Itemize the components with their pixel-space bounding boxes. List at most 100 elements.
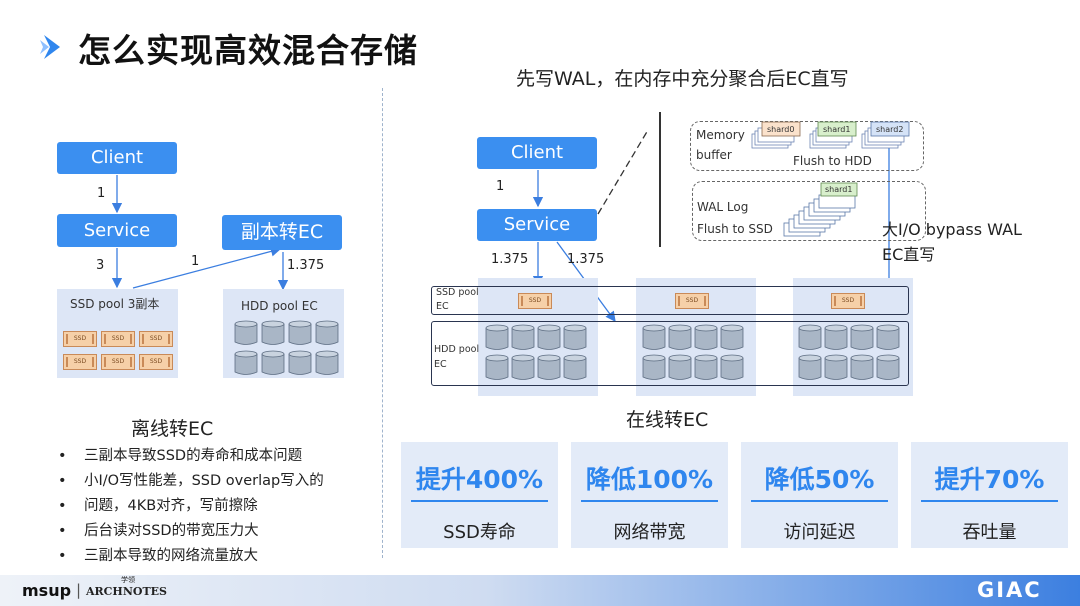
metric-card: 降低50% 访问延迟 — [741, 442, 898, 548]
ssd-chip: SSD — [831, 293, 865, 309]
archnotes-logo-small: 学领 — [121, 576, 135, 584]
hdd-disk — [511, 354, 535, 380]
left-ssd-convert-count: 1 — [191, 254, 200, 269]
ssd-chip: SSD — [675, 293, 709, 309]
right-caption: 在线转EC — [626, 409, 709, 431]
hdd-disk — [694, 354, 718, 380]
right-service-count-left: 1.375 — [491, 252, 529, 267]
right-service-box: Service — [477, 209, 597, 241]
left-service-ssd-count: 3 — [96, 258, 105, 273]
hdd-disk — [876, 324, 900, 350]
ssd-chip: SSD — [139, 331, 173, 347]
shard0-label: shard0 — [767, 125, 794, 134]
bypass-label-1: 大I/O bypass WAL — [882, 220, 1022, 239]
metric-value: 提升400% — [415, 465, 544, 494]
metric-value: 降低100% — [585, 465, 714, 494]
wal-log-box: WAL Log Flush to SSD — [692, 181, 926, 241]
hdd-disk — [315, 320, 339, 345]
hdd-disk — [315, 350, 339, 375]
right-client-service-count: 1 — [496, 179, 505, 194]
left-client-box: Client — [57, 142, 177, 174]
right-hdd-disks — [485, 324, 900, 380]
left-hdd-disks — [234, 320, 339, 375]
metric-card: 提升400% SSD寿命 — [401, 442, 558, 548]
hdd-disk — [261, 350, 285, 375]
giac-logo: GIAC — [977, 578, 1042, 602]
left-bullets: 三副本导致SSD的寿命和成本问题 小I/O写性能差，SSD overlap写入的… — [58, 444, 324, 569]
metric-label: 访问延迟 — [783, 522, 856, 543]
memory-buffer-title-2: buffer — [696, 148, 732, 162]
hdd-disk — [563, 324, 587, 350]
hdd-disk — [850, 324, 874, 350]
metric-label: 网络带宽 — [613, 522, 686, 543]
ssd-chip: SSD — [63, 354, 97, 370]
metric-label: SSD寿命 — [443, 522, 516, 543]
metric-value: 降低50% — [764, 465, 875, 494]
hdd-disk — [288, 350, 312, 375]
footer-bar: msup | ARCHNOTES 学领 GIAC — [0, 575, 1080, 606]
hdd-disk — [720, 324, 744, 350]
left-client-service-count: 1 — [97, 186, 106, 201]
wal-shard-label: shard1 — [825, 185, 852, 194]
msup-logo: msup — [22, 581, 72, 600]
hdd-disk — [798, 324, 822, 350]
hdd-disk — [485, 324, 509, 350]
hdd-disk — [824, 354, 848, 380]
hdd-pool-ec-label: HDD pool — [434, 344, 480, 355]
chevron-right-icon — [40, 35, 60, 59]
left-hdd-pool: HDD pool EC — [223, 289, 344, 378]
bypass-label-2: EC直写 — [882, 245, 936, 264]
shard1-label: shard1 — [823, 125, 850, 134]
page-title: 怎么实现高效混合存储 — [78, 31, 418, 70]
list-item: 三副本导致的网络流量放大 — [58, 544, 324, 569]
hdd-disk — [537, 324, 561, 350]
ssd-pool-ec-label: SSD pool — [436, 287, 479, 298]
wal-shard-top — [820, 182, 858, 197]
metric-card: 降低100% 网络带宽 — [571, 442, 728, 548]
ssd-chip: SSD — [101, 354, 135, 370]
right-service-count-right: 1.375 — [567, 252, 605, 267]
metric-label: 吞吐量 — [962, 522, 1017, 543]
flush-to-hdd-label: Flush to HDD — [793, 154, 872, 168]
wal-entry — [818, 194, 856, 209]
section-divider — [382, 88, 383, 558]
metric-value: 提升70% — [934, 465, 1045, 494]
left-hdd-pool-label: HDD pool EC — [241, 299, 318, 313]
hdd-disk — [537, 354, 561, 380]
list-item: 小I/O写性能差，SSD overlap写入的 — [58, 469, 324, 494]
ssd-chip: SSD — [101, 331, 135, 347]
hdd-disk — [234, 350, 258, 375]
right-subtitle: 先写WAL，在内存中充分聚合后EC直写 — [516, 68, 849, 90]
hdd-disk — [824, 324, 848, 350]
hdd-disk — [485, 354, 509, 380]
ssd-chip: SSD — [518, 293, 552, 309]
memory-buffer-title: Memory — [696, 128, 745, 142]
list-item: 三副本导致SSD的寿命和成本问题 — [58, 444, 324, 469]
ssd-chip: SSD — [63, 331, 97, 347]
hdd-disk — [668, 354, 692, 380]
hdd-pool-ec-row: HDD pool EC — [431, 321, 909, 386]
metric-card: 提升70% 吞吐量 — [911, 442, 1068, 548]
hdd-disk — [720, 354, 744, 380]
left-convert-hdd-count: 1.375 — [287, 258, 325, 273]
hdd-disk — [288, 320, 312, 345]
flush-to-ssd-label: Flush to SSD — [697, 222, 773, 236]
hdd-disk — [668, 324, 692, 350]
list-item: 后台读对SSD的带宽压力大 — [58, 519, 324, 544]
footer-separator: | — [76, 581, 82, 599]
wal-log-title: WAL Log — [697, 200, 749, 214]
wal-shards: shard1 — [783, 182, 858, 237]
left-caption: 离线转EC — [131, 418, 214, 440]
hdd-disk — [234, 320, 258, 345]
hdd-pool-ec-label-2: EC — [434, 359, 447, 370]
hdd-disk — [694, 324, 718, 350]
right-client-box: Client — [477, 137, 597, 169]
memory-buffer-box: Memory buffer Flush to HDD — [690, 121, 924, 171]
archnotes-logo: ARCHNOTES — [86, 585, 167, 598]
left-ssd-pool-label: SSD pool 3副本 — [70, 297, 160, 311]
hdd-disk — [850, 354, 874, 380]
ssd-pool-ec-label-2: EC — [436, 301, 449, 312]
memory-shards: shard0 shard1 shard2 — [751, 121, 910, 149]
hdd-disk — [511, 324, 535, 350]
